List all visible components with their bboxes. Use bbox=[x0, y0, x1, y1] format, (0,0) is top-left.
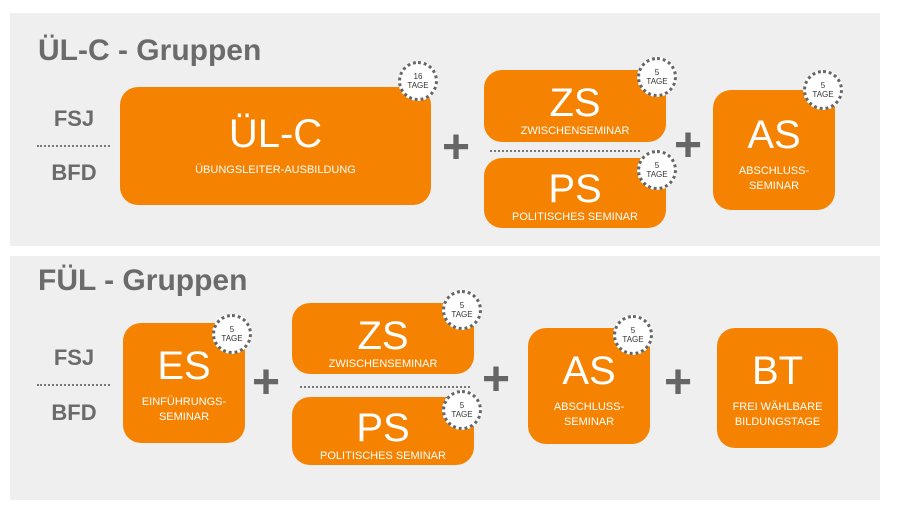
bt-name: FREI WÄHLBARE bbox=[732, 401, 823, 413]
ps-name: POLITISCHES SEMINAR bbox=[512, 211, 638, 223]
days: 16 bbox=[413, 72, 423, 81]
zs-name: ZWISCHENSEMINAR bbox=[328, 358, 438, 370]
days: 5 bbox=[654, 161, 660, 170]
divider bbox=[490, 150, 640, 152]
fsj-label: FSJ bbox=[53, 106, 95, 131]
unit: TAGE bbox=[812, 90, 834, 99]
bt-name: BILDUNGSTAGE bbox=[734, 416, 821, 428]
divider bbox=[37, 145, 110, 147]
unit: TAGE bbox=[407, 81, 429, 90]
unit: TAGE bbox=[221, 334, 243, 343]
divider bbox=[37, 384, 110, 386]
ps-name: POLITISCHES SEMINAR bbox=[320, 450, 446, 462]
as-name: ABSCHLUSS- bbox=[738, 165, 810, 177]
days: 5 bbox=[820, 81, 826, 90]
days: 5 bbox=[229, 325, 235, 334]
ps-abbr: PS bbox=[548, 167, 602, 211]
es-abbr: ES bbox=[157, 344, 211, 388]
divider bbox=[300, 386, 470, 388]
days: 5 bbox=[459, 401, 465, 410]
plus-icon: + bbox=[674, 119, 703, 172]
plus-icon: + bbox=[664, 356, 693, 409]
ful-groups-title: FÜL - Gruppen bbox=[38, 264, 248, 297]
bt-box: BT FREI WÄHLBARE BILDUNGSTAGE bbox=[717, 328, 838, 448]
days: 5 bbox=[654, 68, 660, 77]
as-abbr: AS bbox=[562, 349, 616, 393]
ps-box: PS POLITISCHES SEMINAR bbox=[292, 397, 474, 465]
plus-icon: + bbox=[252, 356, 281, 409]
as-box: AS ABSCHLUSS- SEMINAR bbox=[713, 90, 835, 210]
bt-abbr: BT bbox=[751, 349, 804, 393]
es-name: EINFÜHRUNGS- bbox=[141, 396, 227, 408]
unit: TAGE bbox=[646, 170, 668, 179]
as-name: SEMINAR bbox=[748, 180, 800, 192]
ulc-box: ÜL-C ÜBUNGSLEITER-AUSBILDUNG bbox=[120, 87, 431, 205]
ps-abbr: PS bbox=[356, 406, 410, 450]
days: 5 bbox=[630, 326, 636, 335]
unit: TAGE bbox=[451, 310, 473, 319]
unit: TAGE bbox=[646, 77, 668, 86]
bfd-label: BFD bbox=[51, 400, 97, 425]
ulc-groups-title: ÜL-C - Gruppen bbox=[38, 34, 262, 67]
days: 5 bbox=[459, 301, 465, 310]
zs-abbr: ZS bbox=[357, 314, 409, 358]
as-name: SEMINAR bbox=[563, 416, 615, 428]
as-abbr: AS bbox=[747, 113, 801, 157]
as-name: ABSCHLUSS- bbox=[553, 401, 625, 413]
plus-icon: + bbox=[442, 121, 471, 174]
ulc-name: ÜBUNGSLEITER-AUSBILDUNG bbox=[195, 164, 356, 176]
ps-box: PS POLITISCHES SEMINAR bbox=[484, 158, 666, 228]
zs-box: ZS ZWISCHENSEMINAR bbox=[484, 70, 666, 142]
zs-abbr: ZS bbox=[549, 81, 601, 125]
unit: TAGE bbox=[451, 410, 473, 419]
ulc-abbr: ÜL-C bbox=[228, 112, 323, 156]
plus-icon: + bbox=[482, 353, 511, 406]
unit: TAGE bbox=[622, 335, 644, 344]
fsj-label: FSJ bbox=[53, 345, 95, 370]
es-name: SEMINAR bbox=[158, 411, 210, 423]
bfd-label: BFD bbox=[51, 160, 97, 185]
zs-name: ZWISCHENSEMINAR bbox=[520, 125, 630, 137]
